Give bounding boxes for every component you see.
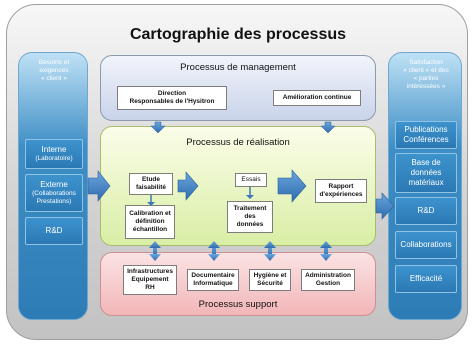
support-box-infrastructures: Infrastructures Equipement RH <box>123 265 177 295</box>
internal-arrow-head <box>147 202 155 206</box>
support-link-arrow <box>208 241 220 261</box>
right-item-efficacite: Efficacité <box>395 265 457 293</box>
left-item-label: R&D <box>45 226 63 235</box>
support-title: Processus support <box>198 299 278 310</box>
left-header-line: exigences <box>39 67 69 74</box>
realisation-title: Processus de réalisation <box>186 137 290 148</box>
support-panel: Infrastructures Equipement RH Documentai… <box>100 252 376 316</box>
right-header-line: intéressées » <box>406 83 446 90</box>
right-sidebar-header: Satisfaction « client » et des « parties… <box>389 59 463 91</box>
left-item-externe: Externe (Collaborations Prestations) <box>25 174 83 212</box>
right-item-label: Collaborations <box>400 240 452 249</box>
box-line: Calibration et <box>129 210 171 217</box>
support-box-documentaire: Documentaire Informatique <box>187 269 239 291</box>
box-line: Direction <box>157 90 187 97</box>
right-sidebar: Satisfaction « client » et des « parties… <box>388 52 462 320</box>
right-header-line: Satisfaction <box>409 59 443 66</box>
left-item-sub: (Collaborations Prestations) <box>32 190 76 205</box>
management-panel: Processus de management Direction Respon… <box>100 55 376 121</box>
left-item-rd: R&D <box>25 217 83 245</box>
box-line: Informatique <box>193 280 233 287</box>
right-item-base-donnees: Base de données matériaux <box>395 153 457 193</box>
box-line: Amélioration continue <box>282 94 352 101</box>
box-line: données <box>236 221 264 228</box>
realisation-box-etude: Etude faisabilité <box>129 173 173 195</box>
box-line: d'expériences <box>319 191 363 198</box>
box-line: définition <box>135 218 165 225</box>
box-line: RH <box>145 284 155 291</box>
box-line: Documentaire <box>191 272 235 279</box>
input-arrow <box>87 170 111 202</box>
left-sidebar-header: Besoins et exigences « client » <box>19 59 89 83</box>
left-item-interne: Interne (Laboratoire) <box>25 139 83 169</box>
support-link-arrow <box>320 241 332 261</box>
box-line: Gestion <box>315 280 341 287</box>
right-header-line: « parties <box>413 75 439 82</box>
box-line: Equipement <box>131 276 169 283</box>
box-line: Infrastructures <box>127 268 173 275</box>
realisation-panel: Processus de réalisation Etude faisabili… <box>100 126 376 246</box>
support-box-administration: Administration Gestion <box>301 269 355 291</box>
right-item-publications: Publications Conférences <box>395 121 457 149</box>
left-item-label: Externe <box>40 180 68 189</box>
left-item-sub: (Laboratoire) <box>35 155 73 162</box>
output-arrow <box>375 192 395 220</box>
right-item-label: Publications Conférences <box>403 125 449 144</box>
box-line: Rapport <box>328 183 354 190</box>
right-item-label: R&D <box>417 206 435 215</box>
management-title: Processus de management <box>180 62 296 73</box>
right-item-collaborations: Collaborations <box>395 231 457 259</box>
flow-arrow <box>177 171 199 201</box>
box-line: Etude <box>141 176 161 183</box>
box-line: Responsables de l'Hysitron <box>129 98 215 105</box>
left-header-line: Besoins et <box>38 59 70 66</box>
internal-arrow-head <box>246 195 254 199</box>
left-sidebar: Besoins et exigences « client » Interne … <box>18 52 88 320</box>
right-item-label: Efficacité <box>409 274 443 283</box>
box-line: faisabilité <box>136 184 166 191</box>
realisation-box-calibration: Calibration et définition échantillon <box>125 205 175 239</box>
box-line: Essais <box>241 176 261 183</box>
support-box-hygiene: Hygiène et Sécurité <box>249 269 291 291</box>
management-box-direction: Direction Responsables de l'Hysitron <box>117 86 227 110</box>
realisation-box-essais: Essais <box>235 173 267 187</box>
right-item-label: Base de données matériaux <box>408 158 444 187</box>
realisation-box-traitement: Traitement des données <box>227 201 273 233</box>
flow-arrow <box>277 169 307 203</box>
diagram-title: Cartographie des processus <box>129 26 347 43</box>
realisation-box-rapport: Rapport d'expériences <box>315 179 367 203</box>
box-line: Traitement <box>233 205 267 212</box>
management-down-arrow <box>320 121 336 134</box>
management-down-arrow <box>150 121 166 134</box>
box-line: Administration <box>305 272 351 279</box>
box-line: échantillon <box>132 226 168 233</box>
management-box-amelioration: Amélioration continue <box>273 90 361 106</box>
right-item-rd: R&D <box>395 197 457 225</box>
box-line: Sécurité <box>257 280 283 287</box>
support-link-arrow <box>149 241 161 261</box>
box-line: des <box>244 213 256 220</box>
support-link-arrow <box>264 241 276 261</box>
right-header-line: « client » et des <box>403 67 449 74</box>
left-item-label: Interne <box>41 145 67 154</box>
left-header-line: « client » <box>40 75 68 82</box>
box-line: Hygiène et <box>253 272 287 279</box>
